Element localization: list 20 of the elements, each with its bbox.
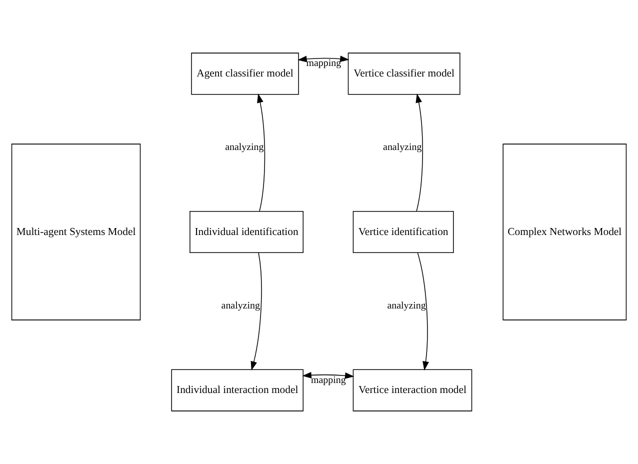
node-box: Vertice classifier model [348,52,460,95]
arrow [416,94,423,212]
edge-label: analyzing [387,300,426,312]
edge-label: mapping [311,374,346,386]
arrow [302,372,354,379]
arrow [257,94,266,212]
node-box: Agent classifier model [191,52,299,95]
node-box: Multi-agent Systems Model [11,144,141,320]
node-box: Vertice interaction model [352,369,472,412]
node-box: Individual interaction model [171,369,304,412]
arrow [417,252,429,371]
edge-label: analyzing [221,300,260,312]
edge-label: analyzing [225,142,264,154]
edge-label: mapping [306,58,342,70]
node-box: Vertice identification [352,210,454,254]
arrow [298,56,350,62]
arrow [250,252,262,371]
node-box: Individual identification [190,210,304,254]
node-box: Complex Networks Model [502,144,627,320]
edge-label: analyzing [383,142,422,154]
